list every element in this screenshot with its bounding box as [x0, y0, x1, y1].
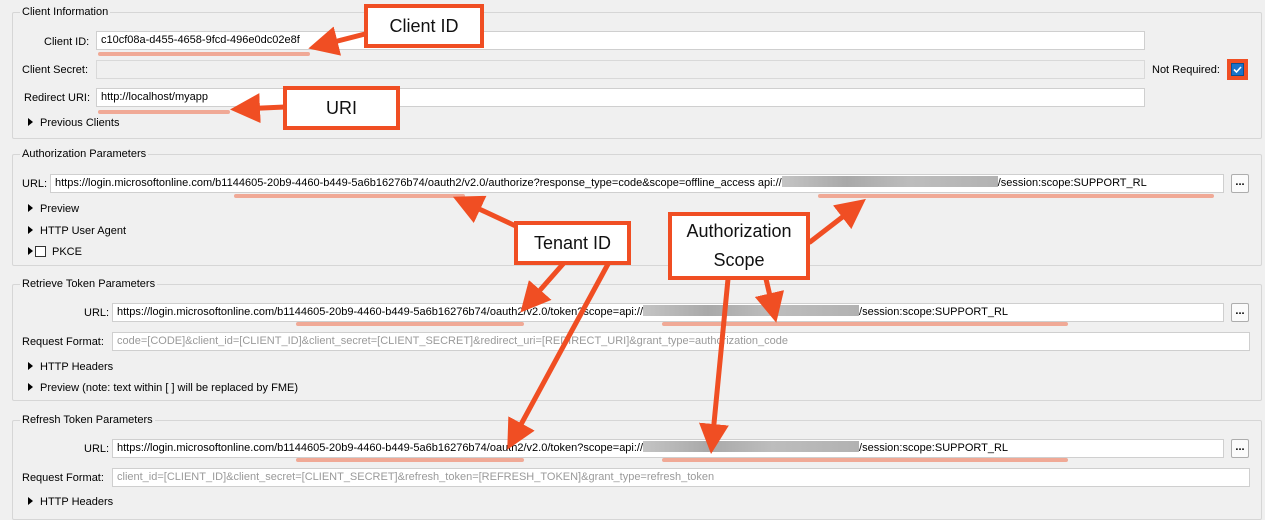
client-id-value: c10cf08a-d455-4658-9fcd-496e0dc02e8f — [101, 34, 300, 46]
redacted-scope-id — [781, 176, 998, 187]
retrieve-token-parameters-group — [12, 284, 1262, 401]
client-information-group — [12, 12, 1262, 139]
pkce-label: PKCE — [52, 246, 82, 258]
authorization-url-suffix: /session:scope:SUPPORT_RL — [997, 177, 1147, 189]
authorization-parameters-group — [12, 154, 1262, 266]
authorization-scope-line1: Authorization — [686, 221, 792, 241]
authorization-url-prefix: https://login.microsoftonline.com/b11446… — [55, 177, 782, 189]
retrieve-preview-toggle[interactable]: Preview (note: text within [ ] will be r… — [28, 381, 298, 395]
redirect-uri-label: Redirect URI: — [24, 92, 91, 104]
not-required-label: Not Required: — [1152, 64, 1220, 76]
redirect-uri-value: http://localhost/myapp — [101, 91, 209, 103]
authorization-parameters-title: Authorization Parameters — [20, 148, 149, 161]
refresh-token-url-label: URL: — [84, 443, 110, 455]
refresh-token-url-suffix: /session:scope:SUPPORT_RL — [859, 442, 1009, 454]
client-id-callout: Client ID — [364, 4, 484, 48]
expand-arrow-icon — [28, 497, 33, 505]
refresh-token-url-field[interactable]: https://login.microsoftonline.com/b11446… — [112, 439, 1224, 458]
expand-arrow-icon — [28, 362, 33, 370]
uri-callout: URI — [283, 86, 400, 130]
client-information-title: Client Information — [20, 6, 111, 19]
refresh-token-url-browse-button[interactable]: ... — [1231, 439, 1249, 458]
client-secret-label: Client Secret: — [22, 64, 89, 76]
client-id-label: Client ID: — [44, 36, 90, 48]
refresh-http-headers-label: HTTP Headers — [40, 496, 114, 508]
authorization-url-field[interactable]: https://login.microsoftonline.com/b11446… — [50, 174, 1224, 193]
expand-arrow-icon — [28, 204, 33, 212]
retrieve-http-headers-toggle[interactable]: HTTP Headers — [28, 360, 113, 374]
expand-arrow-icon — [28, 118, 33, 126]
redacted-scope-id — [643, 305, 860, 316]
refresh-http-headers-toggle[interactable]: HTTP Headers — [28, 495, 113, 509]
expand-arrow-icon — [28, 383, 33, 391]
authorization-url-browse-button[interactable]: ... — [1231, 174, 1249, 193]
redacted-scope-id — [643, 441, 860, 452]
retrieve-preview-label: Preview (note: text within [ ] will be r… — [40, 382, 298, 394]
retrieve-http-headers-label: HTTP Headers — [40, 361, 114, 373]
refresh-token-parameters-title: Refresh Token Parameters — [20, 414, 155, 427]
previous-clients-toggle[interactable]: Previous Clients — [28, 116, 119, 130]
retrieve-token-url-field[interactable]: https://login.microsoftonline.com/b11446… — [112, 303, 1224, 322]
client-secret-field[interactable] — [96, 60, 1145, 79]
preview-toggle[interactable]: Preview — [28, 202, 79, 216]
retrieve-token-url-label: URL: — [84, 307, 110, 319]
preview-label: Preview — [40, 203, 80, 215]
retrieve-token-parameters-title: Retrieve Token Parameters — [20, 278, 158, 291]
http-user-agent-label: HTTP User Agent — [40, 225, 126, 237]
not-required-checkbox[interactable] — [1227, 59, 1248, 80]
retrieve-request-format-field[interactable]: code=[CODE]&client_id=[CLIENT_ID]&client… — [112, 332, 1250, 351]
redirect-uri-field[interactable]: http://localhost/myapp — [96, 88, 1145, 107]
refresh-request-format-value: client_id=[CLIENT_ID]&client_secret=[CLI… — [117, 471, 715, 483]
retrieve-token-url-browse-button[interactable]: ... — [1231, 303, 1249, 322]
retrieve-request-format-value: code=[CODE]&client_id=[CLIENT_ID]&client… — [117, 335, 788, 347]
retrieve-token-url-prefix: https://login.microsoftonline.com/b11446… — [117, 306, 644, 318]
tenant-id-callout: Tenant ID — [514, 221, 631, 265]
refresh-token-url-prefix: https://login.microsoftonline.com/b11446… — [117, 442, 644, 454]
check-icon — [1231, 63, 1244, 76]
expand-arrow-icon — [28, 247, 33, 255]
previous-clients-label: Previous Clients — [40, 117, 120, 129]
authorization-scope-callout: Authorization Scope — [668, 212, 810, 280]
refresh-request-format-field[interactable]: client_id=[CLIENT_ID]&client_secret=[CLI… — [112, 468, 1250, 487]
pkce-checkbox[interactable] — [35, 246, 46, 257]
pkce-toggle[interactable]: PKCE — [28, 245, 82, 259]
authorization-url-label: URL: — [22, 178, 48, 190]
retrieve-token-url-suffix: /session:scope:SUPPORT_RL — [859, 306, 1009, 318]
retrieve-request-format-label: Request Format: — [22, 336, 104, 348]
http-user-agent-toggle[interactable]: HTTP User Agent — [28, 224, 126, 238]
expand-arrow-icon — [28, 226, 33, 234]
authorization-scope-line2: Scope — [713, 250, 765, 270]
client-id-field[interactable]: c10cf08a-d455-4658-9fcd-496e0dc02e8f — [96, 31, 1145, 50]
refresh-request-format-label: Request Format: — [22, 472, 104, 484]
